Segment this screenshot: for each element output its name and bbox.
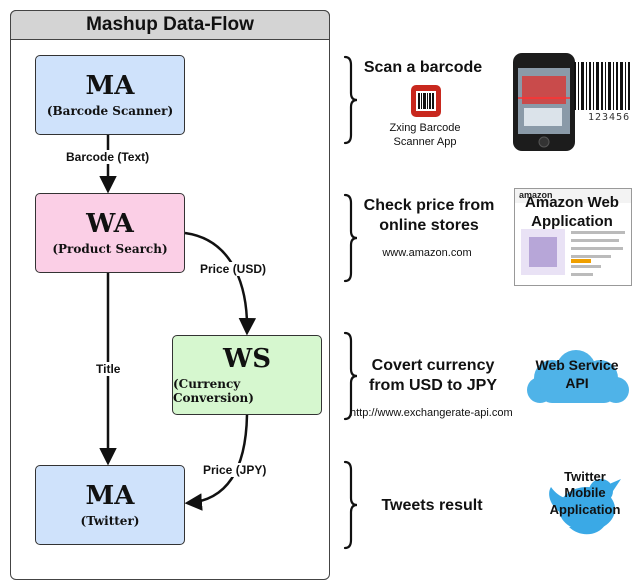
node-label: (Barcode Scanner) <box>46 103 174 118</box>
webservice-api-label: Web Service API <box>535 357 619 391</box>
node-ma-twitter: MA (Twitter) <box>35 465 185 545</box>
edge-label-title: Title <box>94 362 123 376</box>
brace-2 <box>343 193 358 283</box>
node-label: (Twitter) <box>80 513 140 528</box>
step-scan-heading: Scan a barcode <box>363 59 483 76</box>
edge-label-price-usd: Price (USD) <box>198 262 269 276</box>
edge-label-price-jpy: Price (JPY) <box>201 463 269 477</box>
barcode-app-caption: Zxing Barcode Scanner App <box>389 122 461 149</box>
phone-image <box>512 52 576 152</box>
node-ma-barcode-scanner: MA (Barcode Scanner) <box>35 55 185 135</box>
node-label: (Product Search) <box>52 241 168 256</box>
step-price-heading: Check price from online stores <box>363 197 495 234</box>
brace-3 <box>343 331 358 421</box>
barcode-digits: 123456 <box>588 112 631 123</box>
step-braces <box>343 55 358 550</box>
exchangerate-url: http://www.exchangerate-api.com <box>350 407 513 419</box>
node-type: MA <box>85 71 135 102</box>
node-ws-currency-conversion: WS (Currency Conversion) <box>172 335 322 415</box>
node-wa-product-search: WA (Product Search) <box>35 193 185 273</box>
node-type: MA <box>85 481 135 512</box>
amazon-url: www.amazon.com <box>382 247 472 259</box>
twitter-bird-icon <box>545 465 625 545</box>
edge-label-barcode: Barcode (Text) <box>64 150 152 164</box>
node-type: WA <box>86 209 134 240</box>
barcode-app-icon <box>410 84 442 118</box>
node-type: WS <box>223 344 271 375</box>
panel-title: Mashup Data-Flow <box>10 10 330 40</box>
amazon-app-label: Amazon Web Application <box>525 194 619 230</box>
amazon-logo: amazon <box>519 190 553 200</box>
cloud-icon <box>522 348 630 408</box>
twitter-app-label: Twitter Mobile Application <box>549 469 621 517</box>
step-currency-heading: Covert currency from USD to JPY <box>368 357 497 394</box>
brace-1 <box>343 55 358 145</box>
amazon-screenshot: amazon <box>514 188 632 286</box>
node-label: (Currency Conversion) <box>173 376 254 405</box>
brace-4 <box>343 460 358 550</box>
step-tweet-heading: Tweets result <box>381 497 483 514</box>
barcode-image <box>572 62 634 124</box>
